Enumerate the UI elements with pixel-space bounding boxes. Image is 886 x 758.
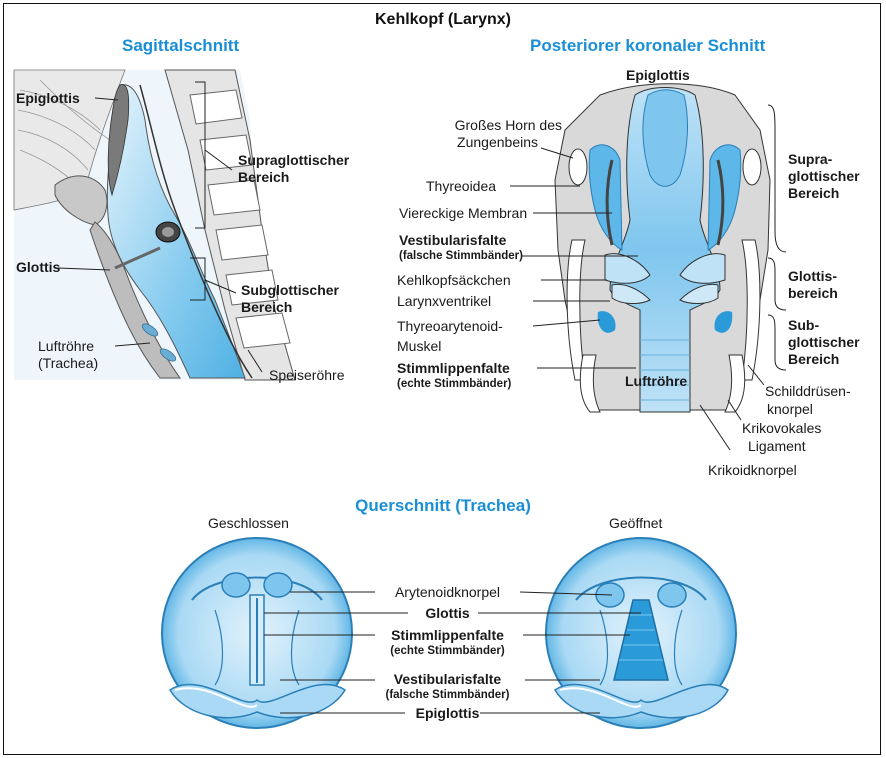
cross-vestibular-label: Vestibularisfalte — [370, 671, 525, 687]
sagittal-trachea-line2: (Trachea) — [38, 355, 98, 371]
coronal-muscle-line1: Thyreoarytenoid- — [397, 318, 503, 334]
coronal-region-glottis-2: bereich — [788, 285, 838, 301]
coronal-region-glottis-1: Glottis- — [788, 268, 837, 284]
sagittal-supraglottic-line1: Supraglottischer — [238, 152, 349, 168]
cross-section-closed-illustration — [162, 538, 352, 728]
coronal-epiglottis-label: Epiglottis — [626, 67, 690, 83]
coronal-thyroid-cartilage-2: knorpel — [767, 401, 813, 417]
coronal-trachea-label: Luftröhre — [625, 373, 687, 389]
coronal-vestibular-label: Vestibularisfalte — [399, 232, 506, 248]
coronal-region-supra-1: Supra- — [788, 151, 832, 167]
sagittal-section-illustration — [14, 70, 295, 380]
cross-false-cords-label: (falsche Stimmbänder) — [370, 689, 525, 702]
cross-open-label: Geöffnet — [609, 515, 662, 531]
coronal-section-illustration — [510, 84, 786, 450]
coronal-membrane-label: Viereckige Membran — [399, 205, 527, 221]
sagittal-epiglottis-label: Epiglottis — [16, 90, 80, 106]
sagittal-trachea-line1: Luftröhre — [38, 338, 94, 354]
cross-glottis-label: Glottis — [370, 605, 525, 621]
coronal-ventricle-label: Larynxventrikel — [397, 293, 491, 309]
main-title: Kehlkopf (Larynx) — [0, 11, 886, 29]
coronal-thyroid-label: Thyreoidea — [426, 178, 496, 194]
coronal-heading: Posteriorer koronaler Schnitt — [530, 36, 765, 56]
coronal-region-sub-3: Bereich — [788, 351, 839, 367]
coronal-cricovocal-2: Ligament — [748, 438, 806, 454]
sagittal-supraglottic-line2: Bereich — [238, 169, 289, 185]
cross-section-heading: Querschnitt (Trachea) — [0, 496, 886, 516]
coronal-hyoid-line2: Zungenbeins — [412, 134, 538, 150]
sagittal-subglottic-line1: Subglottischer — [241, 282, 339, 298]
sagittal-heading: Sagittalschnitt — [122, 36, 239, 56]
cross-vocal-fold-label: Stimmlippenfalte — [370, 627, 525, 643]
coronal-region-sub-2: glottischer — [788, 334, 860, 350]
coronal-false-cords-label: (falsche Stimmbänder) — [399, 250, 523, 263]
coronal-vocal-fold-label: Stimmlippenfalte — [397, 360, 510, 376]
coronal-region-supra-3: Bereich — [788, 185, 839, 201]
coronal-thyroid-cartilage-1: Schilddrüsen- — [765, 383, 851, 399]
coronal-region-sub-1: Sub- — [788, 317, 819, 333]
sagittal-glottis-label: Glottis — [16, 259, 60, 275]
cross-epiglottis-label: Epiglottis — [370, 705, 525, 721]
coronal-true-cords-label: (echte Stimmbänder) — [397, 378, 511, 391]
cross-true-cords-label: (echte Stimmbänder) — [370, 645, 525, 658]
coronal-region-supra-2: glottischer — [788, 168, 860, 184]
sagittal-subglottic-line2: Bereich — [241, 299, 292, 315]
cross-arytenoid-label: Arytenoidknorpel — [370, 584, 525, 600]
coronal-cricovocal-1: Krikovokales — [742, 420, 821, 436]
coronal-cricoid-label: Krikoidknorpel — [708, 462, 797, 478]
sagittal-esophagus-label: Speiseröhre — [269, 367, 345, 383]
coronal-saccule-label: Kehlkopfsäckchen — [397, 272, 511, 288]
coronal-muscle-line2: Muskel — [397, 338, 441, 354]
cross-closed-label: Geschlossen — [208, 515, 289, 531]
coronal-hyoid-line1: Großes Horn des — [412, 117, 562, 133]
cross-section-open-illustration — [546, 538, 736, 728]
